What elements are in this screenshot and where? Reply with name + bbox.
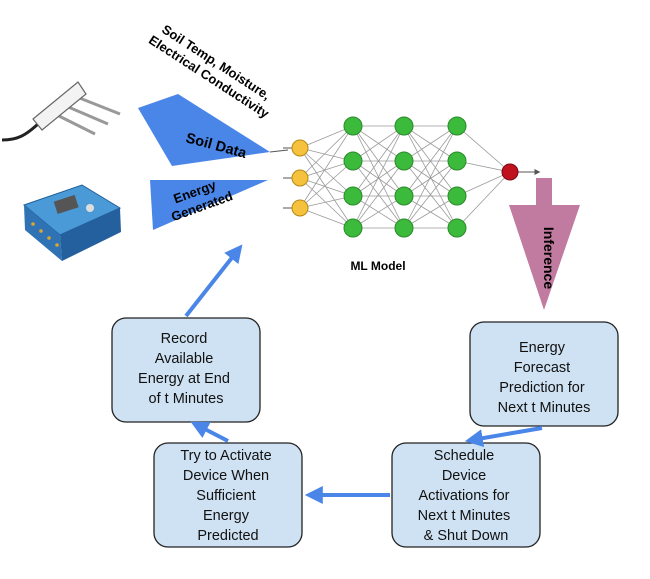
activate-text: Try to Activate Device When Sufficient E…	[180, 448, 275, 544]
record-line-3: Energy at End	[138, 371, 230, 387]
record-line-2: Available	[155, 351, 214, 367]
network-connection	[403, 195, 458, 229]
activate-line-3: Sufficient	[196, 488, 255, 504]
hidden-neuron	[447, 218, 467, 238]
hidden-neuron	[343, 218, 363, 238]
network-connection	[299, 147, 354, 197]
schedule-line-1: Schedule	[434, 448, 494, 464]
network-connection	[299, 177, 354, 229]
network-connection	[456, 125, 511, 173]
soil-sensor-image	[1, 81, 121, 142]
network-connection	[352, 125, 405, 162]
input-neuron	[291, 169, 309, 187]
hidden-neuron	[447, 116, 467, 136]
forecast-line-1: Energy	[519, 340, 566, 356]
network-connection	[299, 125, 354, 179]
hidden-neuron	[447, 186, 467, 206]
network-connection	[352, 160, 405, 197]
hidden-neuron	[394, 151, 414, 171]
activate-line-2: Device When	[183, 468, 269, 484]
network-connection	[403, 125, 458, 197]
ml-model-label: ML Model	[350, 259, 405, 273]
forecast-line-3: Prediction for	[499, 380, 585, 396]
schedule-line-5: & Shut Down	[424, 528, 509, 544]
forecast-text: Energy Forecast Prediction for Next t Mi…	[498, 340, 591, 416]
forecast-line-4: Next t Minutes	[498, 400, 591, 416]
forecast-box	[469, 321, 619, 427]
network-connection	[352, 160, 405, 229]
input-neuron	[291, 139, 309, 157]
network-connection	[456, 171, 511, 229]
hidden-neuron	[343, 116, 363, 136]
record-line-1: Record	[161, 331, 208, 347]
hidden-neuron	[394, 116, 414, 136]
forecast-line-2: Forecast	[514, 360, 570, 376]
network-connection	[299, 125, 354, 149]
ml-model-network	[283, 116, 541, 238]
network-connection	[299, 160, 354, 209]
output-neuron	[501, 163, 519, 181]
soil-data-pointer	[269, 149, 289, 153]
inference-label: Inference	[541, 227, 557, 289]
hidden-neuron	[343, 151, 363, 171]
schedule-line-4: Next t Minutes	[418, 508, 511, 524]
schedule-line-2: Device	[442, 468, 486, 484]
network-connection	[403, 125, 458, 229]
network-connection	[456, 171, 511, 197]
network-connection	[403, 160, 458, 197]
schedule-text: Schedule Device Activations for Next t M…	[418, 448, 515, 544]
activate-to-record-arrow	[190, 421, 229, 443]
network-connection	[403, 125, 458, 162]
hidden-neuron	[394, 218, 414, 238]
hidden-neuron	[343, 186, 363, 206]
schedule-line-3: Activations for	[418, 488, 509, 504]
network-connection	[299, 125, 354, 209]
record-to-energy-arrow	[184, 244, 243, 318]
energy-generated-wedge	[150, 180, 268, 230]
network-connection	[352, 125, 405, 197]
forecast-to-schedule-arrow	[464, 426, 543, 448]
network-connection	[352, 195, 405, 229]
network-connection	[403, 160, 458, 229]
record-text: Record Available Energy at End of t Minu…	[138, 331, 234, 407]
record-line-4: of t Minutes	[149, 391, 224, 407]
input-neuron	[291, 199, 309, 217]
network-connection	[352, 125, 405, 229]
record-box	[111, 317, 261, 423]
activate-line-5: Predicted	[197, 528, 258, 544]
hidden-neuron	[394, 186, 414, 206]
soil-data-wedge	[138, 94, 270, 166]
energy-board-image	[22, 184, 122, 261]
activate-line-4: Energy	[203, 508, 250, 524]
activate-box	[153, 442, 303, 548]
hidden-neuron	[447, 151, 467, 171]
activate-line-1: Try to Activate	[180, 448, 271, 464]
network-connection	[299, 147, 354, 229]
inference-arrow	[509, 178, 580, 310]
